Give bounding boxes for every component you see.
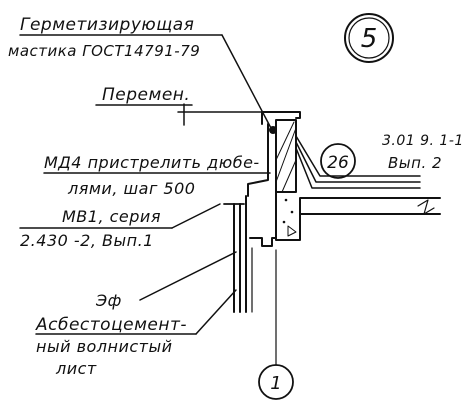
asbestos-label-line1: Асбестоцемент- [35, 315, 187, 335]
concrete-dot [282, 220, 286, 224]
break-line [417, 199, 435, 215]
mb1-label-line1: МВ1, серия [62, 207, 161, 226]
node-number: 5 [361, 24, 378, 54]
sealant-dot [269, 126, 277, 134]
roof-slab-outline [275, 191, 441, 241]
parapet-element [275, 119, 297, 193]
sheet-ref-circle [320, 143, 356, 179]
sealant-label-line2: мастика ГОСТ14791-79 [8, 42, 200, 60]
node-number-inner-circle [348, 17, 390, 59]
concrete-dot [284, 198, 288, 202]
md4-label-line2: лями, шаг 500 [67, 179, 195, 198]
concrete-triangle [287, 225, 297, 237]
parapet-hatch-2 [275, 121, 295, 161]
asbestos-label-line2: ный волнистый [36, 337, 173, 356]
md4-label-line1: МД4 пристрелить дюбе- [44, 153, 260, 172]
mb1-leader [171, 203, 221, 229]
sealant-leader [221, 34, 273, 131]
mb1-label-line2: 2.430 -2, Вып.1 [20, 231, 154, 250]
sealant-label-line1: Герметизирующая [20, 15, 194, 35]
roof-layer-2 [295, 141, 421, 183]
metal-flashing [247, 123, 269, 197]
ef-label: Эф [95, 291, 122, 310]
parapet-structure [223, 111, 441, 313]
ef-leader [139, 251, 237, 301]
asbestos-label-line3: лист [55, 359, 97, 378]
parapet-hatch-3 [281, 159, 297, 193]
concrete-dot [290, 210, 294, 214]
parapet-hatch-1 [275, 127, 297, 183]
sheet-ref-number: 26 [327, 153, 349, 173]
roof-layer-3 [295, 147, 421, 189]
reference-label-line1: 3.01 9. 1-1 [382, 133, 464, 149]
roof-layer-1 [295, 135, 421, 177]
reference-label-line2: Вып. 2 [388, 154, 442, 172]
flashing-cap [261, 111, 301, 125]
asbestos-leader [195, 289, 237, 335]
variable-label: Перемен. [102, 85, 190, 105]
lower-bracket [249, 237, 277, 247]
node-number-circle [344, 13, 394, 63]
section-ref-number: 1 [270, 373, 281, 394]
